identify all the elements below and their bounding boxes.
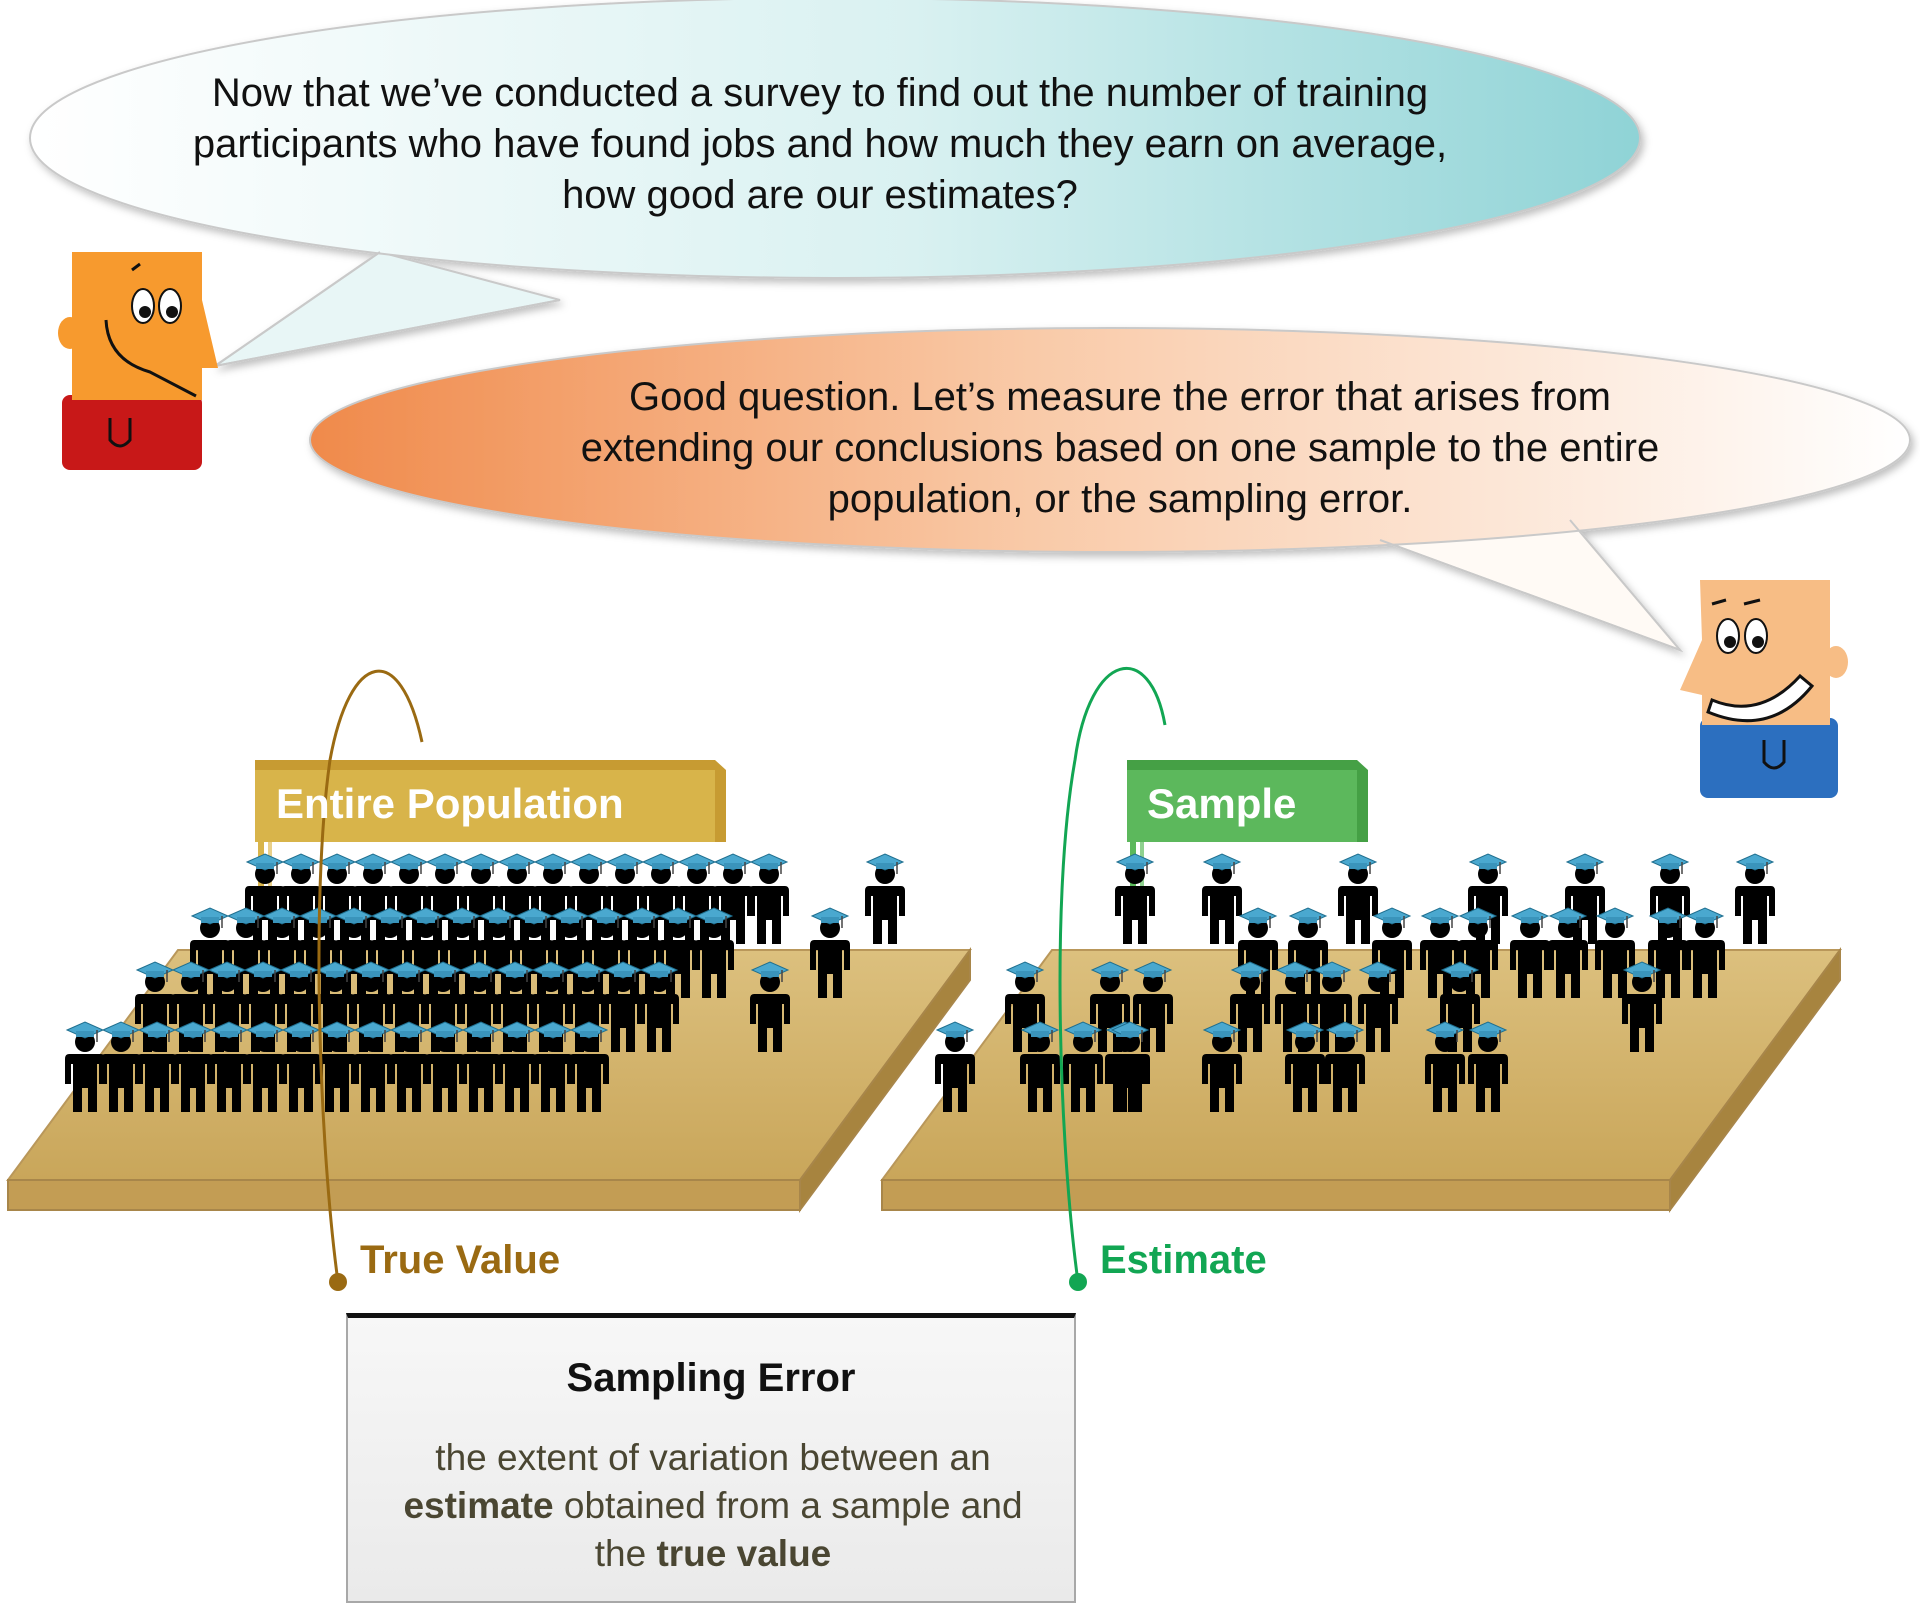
character-answerer xyxy=(1680,580,1848,798)
sample-sign-label: Sample xyxy=(1147,780,1297,827)
definition-bold-estimate: estimate xyxy=(403,1485,554,1526)
true-value-connector xyxy=(317,669,424,1291)
definition-box: Sampling Error the extent of variation b… xyxy=(346,1313,1076,1603)
graduate-figure xyxy=(864,853,906,945)
answer-speech-bubble xyxy=(309,327,1911,653)
graduate-figure xyxy=(1734,853,1776,945)
true-value-label: True Value xyxy=(360,1238,561,1282)
answer-text: Good question. Let’s measure the error t… xyxy=(580,375,1660,521)
definition-line-1: the extent of variation between an xyxy=(435,1437,991,1478)
graduate-figure xyxy=(748,853,790,945)
graduate-figure xyxy=(1201,853,1243,945)
population-sign xyxy=(255,760,726,900)
question-text: Now that we’ve conducted a survey to fin… xyxy=(192,71,1448,217)
estimate-label: Estimate xyxy=(1100,1238,1267,1282)
definition-line-2: obtained from a sample and xyxy=(553,1485,1023,1526)
character-questioner xyxy=(58,252,218,470)
graduate-figure xyxy=(1114,853,1156,945)
definition-title: Sampling Error xyxy=(566,1356,856,1400)
estimate-connector xyxy=(1058,667,1167,1291)
definition-bold-true-value: true value xyxy=(656,1533,832,1574)
definition-line-3: the xyxy=(594,1533,657,1574)
definition-body: the extent of variation between an estima… xyxy=(368,1434,1058,1578)
population-sign-label: Entire Population xyxy=(276,780,624,827)
graduate-figure xyxy=(1337,853,1379,945)
